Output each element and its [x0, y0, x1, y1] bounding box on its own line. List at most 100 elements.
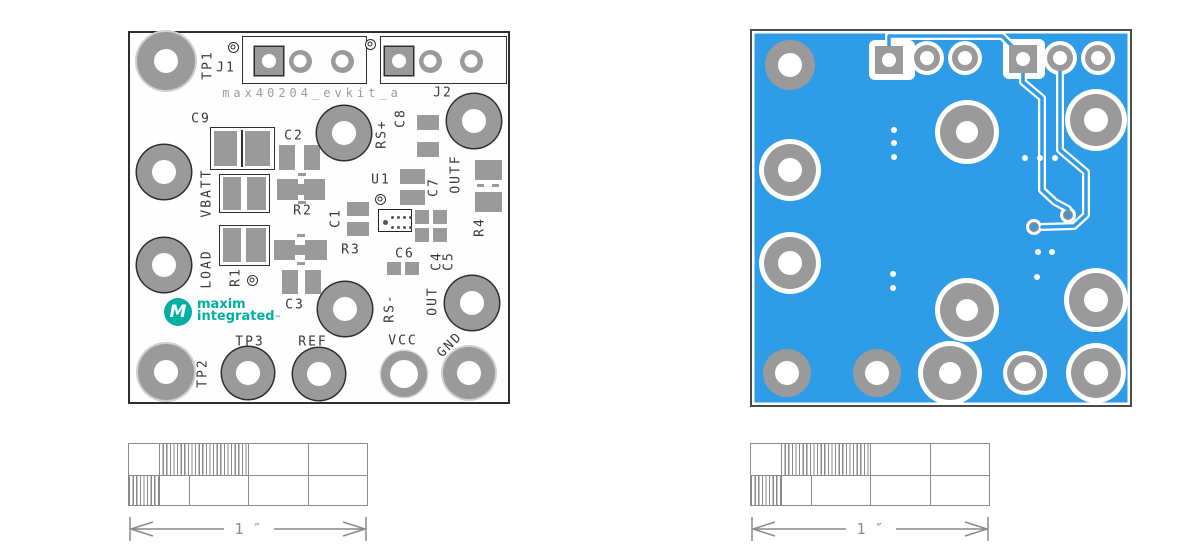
drill-hole: [333, 297, 357, 321]
silk-label-vcc: VCC: [388, 333, 418, 349]
via: [1035, 249, 1041, 255]
smd-pad: [223, 228, 241, 262]
maxim-logo-icon: M: [164, 298, 192, 326]
smd-pad: [492, 184, 499, 187]
scale-bar-left: 1 ″: [128, 441, 369, 545]
maxim-logo-line2: integrated™: [197, 309, 281, 324]
smd-pad: [246, 228, 266, 262]
testpoint-rs-plus: [317, 106, 371, 160]
silk-label-rs-plus: RS+: [374, 119, 390, 149]
component-outline: [219, 174, 270, 213]
smd-pad: [400, 169, 425, 184]
smd-pad: [387, 262, 401, 275]
silk-label-c5: C5: [441, 251, 457, 271]
drill-hole: [335, 54, 349, 68]
drill-hole: [778, 158, 802, 182]
smd-pad: [475, 192, 502, 212]
testpoint-outf: [447, 94, 501, 148]
smd-pad: [305, 270, 321, 294]
silk-label-rs-minus: RS-: [382, 293, 398, 323]
drill-hole: [392, 54, 406, 68]
smd-pad: [295, 184, 307, 195]
silk-label-j2: J2: [433, 85, 453, 101]
silk-label-u1: U1: [371, 172, 391, 188]
testpoint-vcc: [381, 351, 427, 397]
ic-pin-dot: [408, 225, 412, 229]
drill-hole: [236, 361, 260, 385]
maxim-logo-letter: M: [169, 302, 187, 322]
silk-label-c8: C8: [393, 108, 409, 128]
fiducial-icon: [374, 193, 386, 205]
silk-label-tp3: TP3: [235, 334, 265, 350]
fiducial-icon: [246, 274, 258, 286]
header-round-pad: [459, 49, 483, 73]
scale-bar-grid: [128, 443, 368, 506]
testpoint-vbatt: [137, 145, 191, 199]
silk-label-r2: R2: [293, 203, 313, 219]
via: [1049, 249, 1055, 255]
maxim-logo-line1: maxim: [197, 297, 246, 312]
smd-pad: [277, 179, 298, 200]
silk-label-r4: R4: [472, 217, 488, 237]
drill-hole: [262, 54, 276, 68]
smd-pad: [433, 210, 447, 224]
smd-pad: [294, 245, 307, 255]
ic-pin-dot: [396, 225, 400, 229]
ic-pin-dot: [390, 225, 394, 229]
silk-label-c7: C7: [426, 177, 442, 197]
drill-hole: [154, 360, 178, 384]
smd-pad: [417, 115, 439, 130]
drill-hole: [1053, 51, 1067, 65]
drill-hole: [1091, 51, 1105, 65]
via: [890, 285, 896, 291]
testpoint-rs-minus: [318, 282, 372, 336]
drill-hole: [956, 121, 978, 143]
silk-label-c2: C2: [284, 128, 304, 144]
silk-label-tp1: TP1: [200, 50, 216, 80]
smd-pad: [417, 142, 439, 157]
silk-label-c9: C9: [191, 111, 211, 127]
fiducial-center: [367, 41, 373, 47]
testpoint-ref: [293, 348, 345, 400]
drill-hole: [865, 361, 889, 385]
testpoint-gnd: [443, 347, 495, 399]
smd-pad: [347, 222, 369, 236]
smd-pad: [247, 177, 266, 210]
smd-pad: [415, 228, 429, 242]
via-ring: [1029, 222, 1039, 232]
drill-hole: [920, 51, 934, 65]
component-outline: [210, 127, 275, 170]
drill-hole: [1016, 52, 1030, 66]
silk-label-tp2: TP2: [195, 358, 211, 388]
drill-hole: [1084, 361, 1108, 385]
ic-pin-dot: [402, 225, 406, 229]
fiducial-center: [377, 196, 383, 202]
smd-pad: [415, 210, 429, 224]
smd-pad: [304, 145, 320, 170]
smd-pad: [298, 201, 306, 204]
via: [890, 271, 896, 277]
silk-label-vbatt: VBATT: [199, 168, 215, 218]
copper-trace: [1021, 60, 1070, 217]
pcb-bottom-view: [750, 29, 1132, 407]
silk-label-outf: OUTF: [448, 154, 464, 194]
silk-label-r3: R3: [341, 242, 361, 258]
header-square-pad: [385, 47, 413, 75]
smd-pad: [305, 240, 327, 260]
smd-pad: [214, 131, 237, 166]
drill-hole: [457, 361, 481, 385]
ic-pin-dot: [402, 215, 406, 219]
silk-label-load: LOAD: [199, 249, 215, 289]
fiducial-center: [230, 44, 236, 50]
testpoint-tp3: [222, 347, 274, 399]
smd-pad: [245, 131, 270, 166]
maxim-logo: M maxim integrated™: [164, 298, 281, 326]
testpoint-tp2: [138, 344, 194, 400]
header-round-pad: [330, 49, 354, 73]
scale-dimension-label: 1 ″: [234, 520, 261, 538]
smd-pad: [274, 240, 295, 260]
drill-hole: [939, 362, 961, 384]
smd-pad: [297, 262, 305, 265]
smd-pad: [400, 190, 425, 205]
smd-pad: [223, 177, 241, 210]
